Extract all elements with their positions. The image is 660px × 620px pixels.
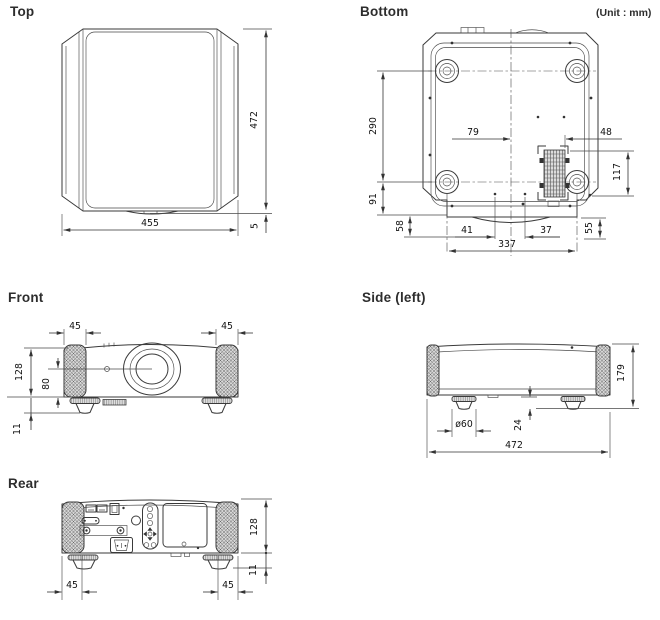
dim-side-472: 472 [505, 440, 523, 451]
lamp-cover [162, 503, 208, 548]
dim-top-depth: 472 [249, 111, 260, 129]
dim-rear-45-right: 45 [222, 580, 234, 591]
jack-panel [79, 525, 128, 536]
dim-front-80: 80 [41, 378, 52, 390]
dim-front-128: 128 [14, 363, 25, 381]
standby-button [147, 520, 153, 526]
hdmi-port-2 [96, 504, 108, 513]
bottom-feet [435, 59, 589, 194]
rear-control-panel [142, 502, 159, 550]
dim-bottom-91: 91 [368, 193, 379, 205]
top-view-title: Top [10, 4, 35, 19]
dim-top-protrusion: 5 [250, 223, 261, 229]
dpad-buttons [143, 527, 157, 541]
input-button [147, 513, 153, 519]
front-view: 45 45 128 80 11 [7, 321, 253, 435]
dim-rear-128: 128 [249, 518, 260, 536]
trigger-jack [82, 526, 91, 535]
menu-button [147, 506, 153, 512]
bottom-mount-area [537, 145, 570, 207]
dim-top-width: 455 [141, 218, 159, 229]
lan-port [109, 503, 120, 515]
dim-rear-11: 11 [248, 564, 259, 576]
front-view-title: Front [8, 290, 44, 305]
hdmi-port-1 [85, 504, 97, 513]
top-view: 472 455 5 [61, 28, 272, 236]
bottom-screws [428, 41, 593, 208]
ok-button [150, 542, 157, 548]
top-lens-bulge [125, 210, 179, 215]
bottom-view-title: Bottom [360, 4, 409, 19]
dim-front-45-right: 45 [221, 321, 233, 332]
rear-body-outline [61, 499, 239, 554]
rear-terminal-panel [79, 503, 141, 553]
rear-view-title: Rear [8, 476, 39, 491]
rear-left-vent [61, 501, 85, 554]
dim-side-24: 24 [513, 419, 524, 431]
dim-bottom-290: 290 [368, 117, 379, 135]
remote-jack [116, 526, 125, 535]
bottom-view: 290 91 58 79 48 117 55 41 37 337 [368, 27, 634, 256]
rear-right-vent [215, 501, 239, 554]
dim-bottom-337: 337 [498, 239, 516, 250]
unit-note: (Unit : mm) [596, 7, 652, 19]
front-left-vent [63, 344, 87, 398]
back-button [143, 542, 150, 548]
side-view-title: Side (left) [362, 290, 426, 305]
dsub-connector [81, 517, 100, 525]
dim-bottom-37: 37 [540, 225, 552, 236]
front-shift-dial [102, 399, 127, 406]
dim-bottom-79: 79 [467, 127, 479, 138]
dim-bottom-48: 48 [600, 127, 612, 138]
dim-rear-45-left: 45 [66, 580, 78, 591]
top-lid-panel [85, 31, 215, 209]
side-front-vent [426, 344, 440, 397]
front-feet [69, 397, 233, 414]
side-rear-vent [595, 344, 611, 397]
dim-bottom-117: 117 [612, 163, 623, 181]
rear-feet [67, 554, 234, 570]
front-right-vent [215, 344, 239, 398]
dim-bottom-58: 58 [395, 220, 406, 232]
dim-side-foot-diameter: ø60 [455, 419, 473, 430]
dim-front-45-left: 45 [69, 321, 81, 332]
side-view: 179 ø60 24 472 [426, 343, 639, 458]
side-feet [451, 396, 586, 410]
dim-side-179: 179 [616, 364, 627, 382]
dim-front-11: 11 [12, 423, 23, 435]
top-body-outline [61, 28, 239, 212]
dim-bottom-55: 55 [584, 222, 595, 234]
focus-knob [131, 515, 141, 526]
power-inlet [110, 537, 133, 553]
rear-view: 128 11 45 45 [47, 498, 272, 600]
side-body-outline [426, 343, 611, 396]
dim-bottom-41: 41 [461, 225, 473, 236]
